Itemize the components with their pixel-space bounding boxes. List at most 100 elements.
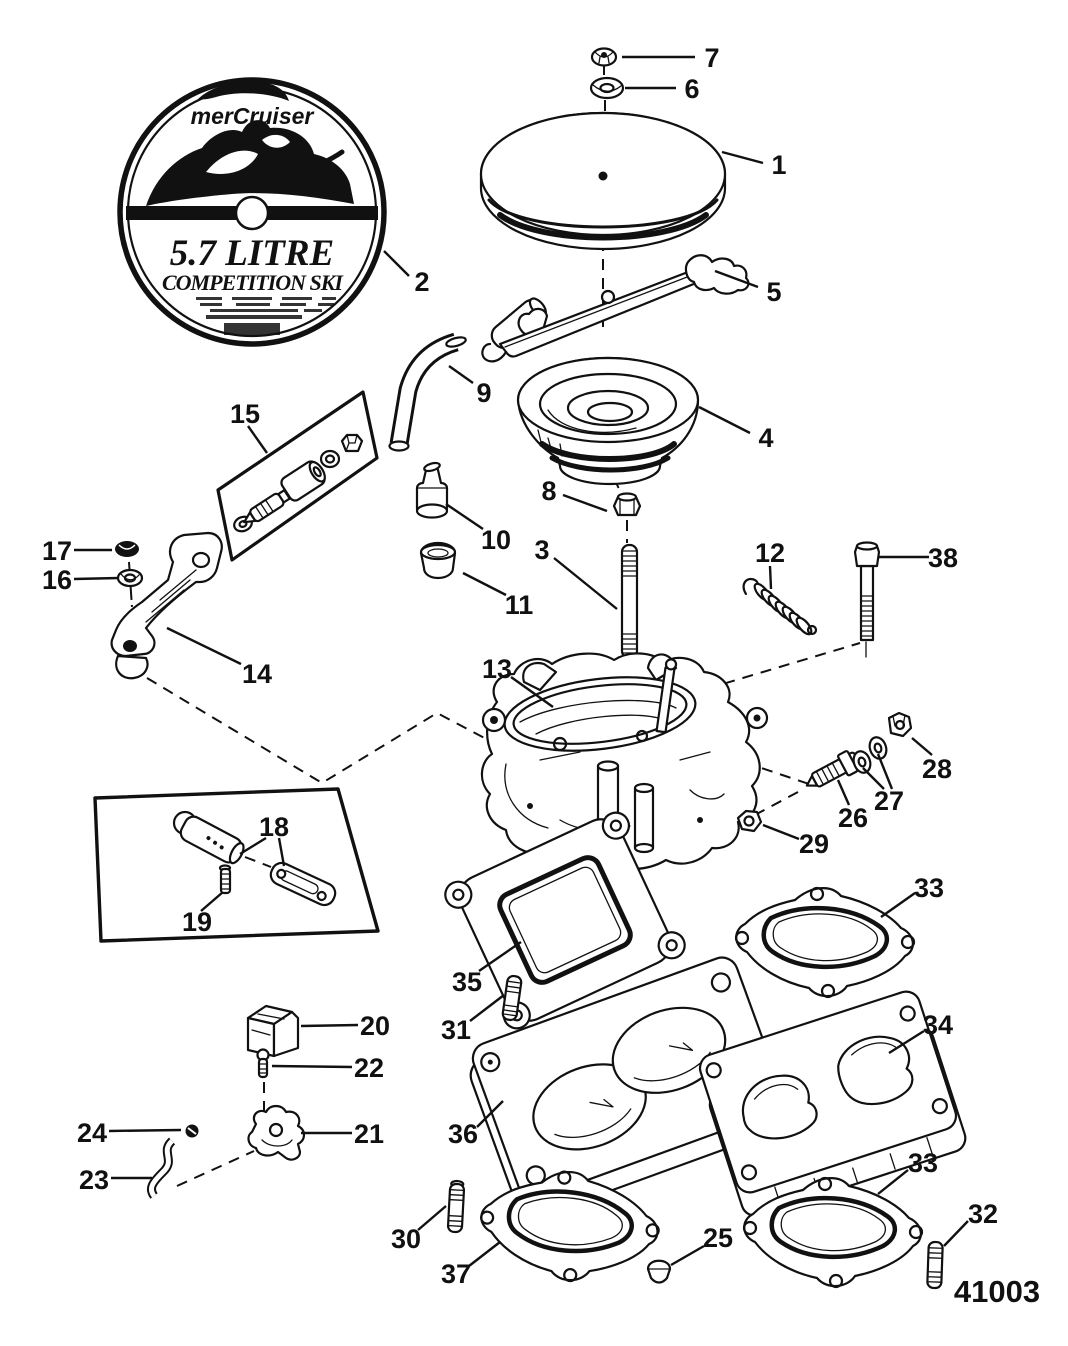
decal-fine-print [196,297,336,335]
callout-4: 4 [758,423,773,453]
leader-line-3 [553,557,618,610]
leader-line-26 [836,779,851,806]
callout-28: 28 [922,754,952,784]
leader-line-24 [108,1128,182,1133]
callout-20: 20 [360,1011,390,1041]
leader-line-30 [417,1205,447,1231]
leader-line-1 [721,150,764,165]
part-3-stud [620,543,639,660]
callout-11: 11 [505,590,534,620]
part-24-clip-nut [185,1124,199,1138]
leader-line-33 [877,1169,909,1195]
part-16-washer [116,568,144,588]
leader-line-13 [510,676,554,708]
part-11-cap [419,541,457,580]
part-30-stud [446,1179,466,1234]
leader-line-18 [277,837,286,867]
part-18-valve-and-lever [172,810,337,907]
leader-line-5 [714,269,759,289]
callout-33: 33 [908,1148,938,1178]
leader-line-4 [698,405,751,435]
callout-38: 38 [928,543,958,573]
part-29-nut [736,809,763,833]
part-27-washers [852,736,888,774]
part-28-nut [887,711,913,738]
part-21-bracket [247,1104,306,1161]
part-15-needle-valve-kit [216,390,379,562]
part-9-hose [388,332,467,452]
part-6-washer [589,76,625,100]
callout-17: 17 [42,536,72,566]
leader-line-19 [200,891,224,912]
decal-subtitle-text: COMPETITION SKI [162,270,344,295]
callout-32: 32 [968,1199,998,1229]
part-17-nut [115,541,139,557]
callout-35: 35 [452,967,482,997]
part-26-mixture-screw [805,750,861,788]
part-5-support-bracket [481,254,750,363]
inset-box [93,787,380,943]
leader-line-32 [943,1220,969,1247]
leader-line-27 [876,753,894,790]
callout-15: 15 [230,399,260,429]
callout-5: 5 [766,277,781,307]
leader-line-2 [383,250,410,277]
part-19-screw [218,864,232,895]
part-23-link-rod [146,1137,176,1199]
leader-line-15 [247,425,268,454]
leader-line-11 [462,571,507,597]
leader-line-35 [478,941,522,972]
decal-title-text: 5.7 LITRE [170,233,334,274]
callout-25: 25 [703,1223,733,1253]
leader-line-28 [911,737,933,756]
callout-24: 24 [77,1118,107,1148]
callout-29: 29 [799,829,829,859]
callout-10: 10 [481,525,511,555]
drawing-number: 41003 [954,1274,1040,1309]
leader-line-20 [300,1023,359,1028]
part-33-gasket-upper [736,888,914,997]
leader-line-9 [448,365,474,384]
leader-line-12 [768,565,773,590]
callout-34: 34 [923,1010,953,1040]
part-25-plug [646,1259,672,1284]
leader-line-27 [862,767,885,790]
callout-27: 27 [874,786,904,816]
brand-wave-icon [198,81,289,101]
part-10-fitting [415,461,449,519]
decal-57-litre-competition-ski: merCruiser 5.7 LITRE COMPETITION SKI [117,77,387,347]
leader-line-29 [762,823,800,841]
callout-19: 19 [182,907,212,937]
callout-33: 33 [914,873,944,903]
callout-9: 9 [476,378,491,408]
callout-8: 8 [541,476,556,506]
part-12-spring [742,577,818,636]
part-4-flame-arrestor [516,356,700,486]
callout-18: 18 [259,812,289,842]
callout-3: 3 [534,535,549,565]
leader-line-8 [562,493,608,513]
callout-1: 1 [771,150,786,180]
leader-line-36 [476,1100,504,1128]
callout-22: 22 [354,1053,384,1083]
callout-30: 30 [391,1224,421,1254]
callout-14: 14 [242,659,272,689]
leader-line-10 [445,503,484,530]
part-14-pivot-arm [110,531,223,680]
callout-21: 21 [354,1119,384,1149]
part-32-stud [926,1240,944,1290]
part-7-nut [590,47,618,67]
leader-line-31 [469,994,505,1022]
part-31-stud [501,974,523,1022]
part-20-block [246,1004,300,1058]
callout-13: 13 [482,654,512,684]
callout-16: 16 [42,565,72,595]
leader-line-16 [73,576,120,581]
leader-line-34 [888,1029,925,1055]
leader-line-25 [670,1244,705,1267]
leader-line-33 [880,892,916,918]
callout-36: 36 [448,1119,478,1149]
